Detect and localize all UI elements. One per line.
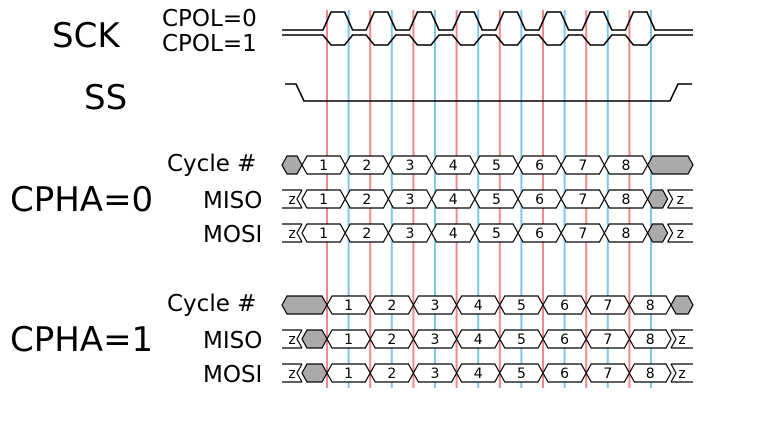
cpol0-label: CPOL=0 [162,6,257,32]
cpol1-label: CPOL=1 [162,31,257,57]
cpha1-mosi-z-end: z [678,366,685,382]
cpha0-mosi-z-start-edge [296,223,303,243]
cpha1-cycle-cycle-cell-label: 5 [517,298,526,314]
ss-label: SS [84,78,127,118]
data-rows: 1 2 3 4 5 6 7 8 z 1 2 3 4 5 6 7 8 z z 1 2 3 4 5 6 7 8 z 1 2 3 4 5 6 7 8 z 1 2 3… [281,155,694,383]
cpha1-cycle-undefined-start [281,295,328,315]
cpha0-miso-cycle-cell-label: 1 [319,192,328,208]
cpha0-miso-label: MISO [203,188,262,214]
cpha1-mosi-z-end-edge [670,363,677,383]
cpha0-mosi-z-start: z [288,226,295,242]
cpha0-miso-cycle-cell-label: 7 [578,192,587,208]
cpha1-miso-label: MISO [203,328,262,354]
cpha1-cycle-cycle-cell-label: 6 [560,298,569,314]
cpha0-miso-z-end: z [677,192,684,208]
cpha0-mosi-label: MOSI [203,222,262,248]
cpha1-miso-cycle-cell-label: 6 [560,332,569,348]
cpha1-miso-z-start-edge [296,329,303,349]
cpha1-cycle-cycle-cell-label: 7 [603,298,612,314]
cpha1-cycle-cycle-cell-label: 1 [344,298,353,314]
cpha1-miso-cycle-cell-label: 4 [474,332,483,348]
cpha0-mosi-cycle-cell-label: 4 [449,226,458,242]
cpha1-miso-undefined-start [301,329,328,349]
cpha0-cycle-cycle-cell-label: 6 [535,158,544,174]
cpha1-mosi-cycle-cell-label: 4 [474,366,483,382]
cpha1-label: CPHA=1 [10,320,153,360]
cpha1-miso-cycle-cell-label: 5 [517,332,526,348]
cpha1-cycle-cycle-cell-label: 3 [431,298,440,314]
sck-cpol0-waveform [282,11,693,31]
cpha0-mosi-cycle-cell-label: 8 [622,226,631,242]
cpha0-cycle-label: Cycle # [167,151,256,177]
cpha1-cycle-cycle-cell-label: 4 [474,298,483,314]
cpha1-miso-cycle-cell-label: 7 [603,332,612,348]
cpha1-miso-z-start: z [288,332,295,348]
cpha0-miso-z-start-edge [296,189,303,209]
cpha1-mosi-cycle-cell-label: 3 [431,366,440,382]
sck-cpol1-waveform [282,34,693,46]
cpha1-miso-z-end-edge [670,329,677,349]
cpha0-miso-z-start: z [288,192,295,208]
cpha0-mosi-z-end: z [677,226,684,242]
cpha1-mosi-cycle-cell [628,363,672,383]
cpha0-miso-undefined-end [646,189,669,209]
cpha0-miso-cycle-cell-label: 4 [449,192,458,208]
cpha0-mosi-undefined-end [646,223,669,243]
cpha0-cycle-cycle-cell-label: 3 [406,158,415,174]
cpha1-mosi-z-start: z [288,366,295,382]
cpha0-mosi-z-end-edge [667,223,674,243]
cpha1-miso-cycle-cell-label: 1 [344,332,353,348]
cpha1-cycle-cycle-cell-label: 2 [387,298,396,314]
cpha1-miso-z-end: z [678,332,685,348]
cpha0-cycle-cycle-cell-label: 8 [622,158,631,174]
cpha0-miso-cycle-cell-label: 6 [535,192,544,208]
cpha1-mosi-cycle-cell-label: 7 [603,366,612,382]
cpha0-cycle-undefined-start [281,155,303,175]
cpha1-mosi-z-start-edge [296,363,303,383]
cpha0-miso-z-end-edge [667,189,674,209]
cpha1-mosi-label: MOSI [203,362,262,388]
sck-waveforms [282,11,693,46]
cpha0-label: CPHA=0 [10,180,153,220]
cpha1-miso-cycle-cell [628,329,672,349]
cpha0-cycle-cycle-cell-label: 7 [578,158,587,174]
cpha0-cycle-undefined-end [646,155,694,175]
cpha1-cycle-undefined-end [670,295,694,315]
cpha1-cycle-label: Cycle # [167,291,256,317]
cpha1-miso-cycle-cell-label: 8 [646,332,655,348]
cpha1-mosi-undefined-start [301,363,328,383]
cpha1-mosi-cycle-cell-label: 5 [517,366,526,382]
cpha0-mosi-cycle-cell-label: 5 [492,226,501,242]
cpha0-cycle-cycle-cell-label: 4 [449,158,458,174]
cpha0-mosi-cycle-cell-label: 2 [362,226,371,242]
ss-line [285,83,692,102]
cpha1-mosi-cycle-cell-label: 8 [646,366,655,382]
cpha0-cycle-cycle-cell-label: 2 [362,158,371,174]
cpha1-mosi-cycle-cell-label: 6 [560,366,569,382]
cpha1-miso-cycle-cell-label: 2 [387,332,396,348]
sck-label: SCK [52,16,121,56]
cpha0-cycle-cycle-cell-label: 5 [492,158,501,174]
cpha0-mosi-cycle-cell-label: 6 [535,226,544,242]
cpha0-miso-cycle-cell-label: 2 [362,192,371,208]
ss-waveform [285,83,692,102]
cpha0-miso-cycle-cell-label: 8 [622,192,631,208]
cpha1-cycle-cycle-cell-label: 8 [646,298,655,314]
cpha1-mosi-cycle-cell-label: 2 [387,366,396,382]
cpha1-miso-cycle-cell-label: 3 [431,332,440,348]
cpha1-mosi-cycle-cell-label: 1 [344,366,353,382]
cpha0-mosi-cycle-cell-label: 7 [578,226,587,242]
cpha0-miso-cycle-cell-label: 3 [406,192,415,208]
cpha0-cycle-cycle-cell-label: 1 [319,158,328,174]
cpha0-miso-cycle-cell-label: 5 [492,192,501,208]
cpha0-mosi-cycle-cell-label: 1 [319,226,328,242]
cpha0-mosi-cycle-cell-label: 3 [406,226,415,242]
